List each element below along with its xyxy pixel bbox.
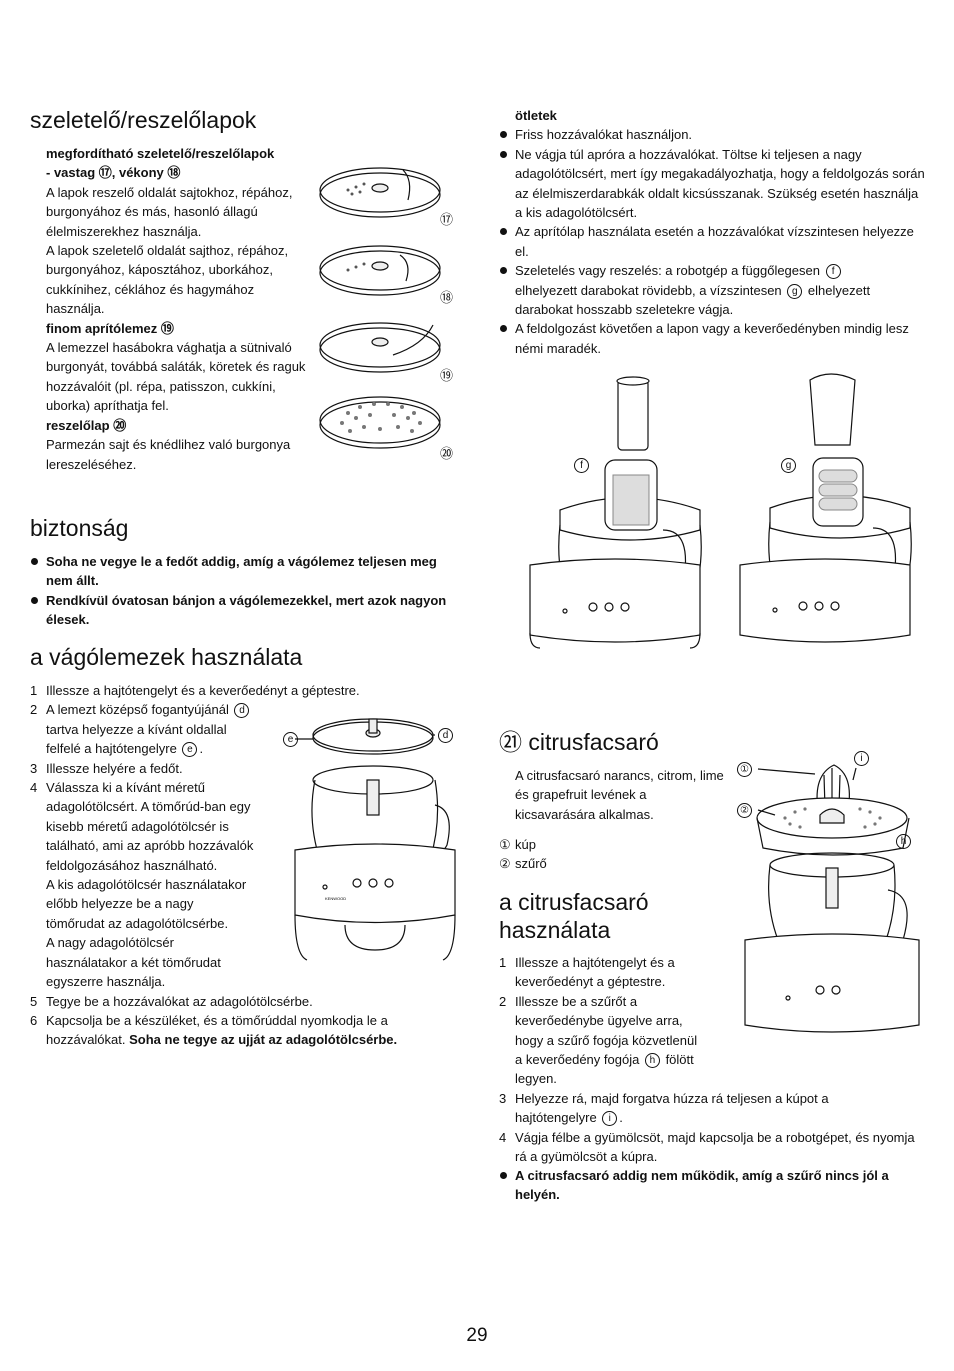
citrus-warning: A citrusfacsaró addig nem működik, amíg …: [499, 1166, 929, 1205]
citrus-warning-item: A citrusfacsaró addig nem működik, amíg …: [499, 1166, 929, 1205]
fine-text: A lemezzel hasábokra vághatja a sütnival…: [46, 340, 306, 414]
fig-label-e: e: [283, 732, 298, 747]
section-title-citrus: ㉑ citrusfacsaró: [499, 729, 659, 755]
fig-label-d: d: [438, 728, 453, 743]
disc-label-17: ⑰: [440, 212, 454, 227]
reversible-head-sizes: - vastag ⑰, vékony ⑱: [46, 165, 181, 181]
citrus-fig-label-cone: ①: [737, 762, 752, 777]
grater-text: Parmezán sajt és knédlihez való burgonya…: [46, 437, 291, 472]
processor-vertical-illustration: [529, 376, 702, 649]
citrus-fig-label-h: h: [896, 834, 911, 849]
disc-fine: [319, 322, 441, 373]
reversible-text-slice: A lapok szeletelő oldalát sajthoz, répáh…: [46, 243, 289, 317]
disc-grater: [319, 396, 441, 449]
processor-disc-illustration: KENWOOD: [294, 718, 456, 961]
processor-horizontal-illustration: [739, 373, 912, 643]
reversible-text-grate: A lapok reszelő oldalát sajtokhoz, répáh…: [46, 184, 293, 239]
page-number: 29: [466, 1325, 488, 1346]
slicing-body: megfordítható szeletelő/reszelőlapok - v…: [46, 144, 308, 474]
section-title-blade-use: a vágólemezek használata: [30, 644, 303, 670]
section-title-slicing: szeletelő/reszelőlapok: [30, 107, 257, 133]
tips-list: Friss hozzávalókat használjon. Ne vágja …: [499, 125, 929, 358]
disc-thin: [319, 245, 441, 296]
citrus-intro: A citrusfacsaró narancs, citrom, lime és…: [515, 768, 724, 822]
discs-illustration: [319, 167, 441, 449]
disc-thick: [319, 167, 441, 218]
citrus-fig-label-i: i: [854, 751, 869, 766]
disc-label-18: ⑱: [440, 290, 454, 305]
safety-item: Rendkívül óvatosan bánjon a vágólemezekk…: [30, 591, 455, 630]
fig-label-g: g: [781, 458, 796, 473]
fig-label-f: f: [574, 458, 589, 473]
tip-item: Ne vágja túl apróra a hozzávalókat. Tölt…: [499, 145, 929, 223]
tip-item: Az aprítólap használata esetén a hozzáva…: [499, 222, 929, 261]
section-title-safety: biztonság: [30, 515, 129, 541]
citrus-press-illustration: [744, 764, 920, 1033]
safety-list: Soha ne vegye le a fedőt addig, amíg a v…: [30, 552, 455, 630]
tip-item: A feldolgozást követően a lapon vagy a k…: [499, 319, 929, 358]
fine-head: finom aprítólemez ⑲: [46, 320, 174, 336]
grater-head: reszelőlap ⑳: [46, 417, 127, 433]
tips-title: ötletek: [515, 108, 557, 123]
citrus-number: ㉑: [499, 729, 522, 755]
brand-label: KENWOOD: [325, 896, 346, 901]
tips-section: ötletek Friss hozzávalókat használjon. N…: [499, 106, 929, 358]
disc-label-19: ⑲: [440, 368, 454, 383]
tip-item: Szeletelés vagy reszelés: a robotgép a f…: [499, 261, 929, 319]
disc-label-20: ⑳: [440, 446, 454, 461]
tip-item: Friss hozzávalókat használjon.: [499, 125, 929, 144]
safety-item: Soha ne vegye le a fedőt addig, amíg a v…: [30, 552, 455, 591]
citrus-fig-label-sieve: ②: [737, 803, 752, 818]
reversible-head: megfordítható szeletelő/reszelőlapok: [46, 146, 275, 161]
